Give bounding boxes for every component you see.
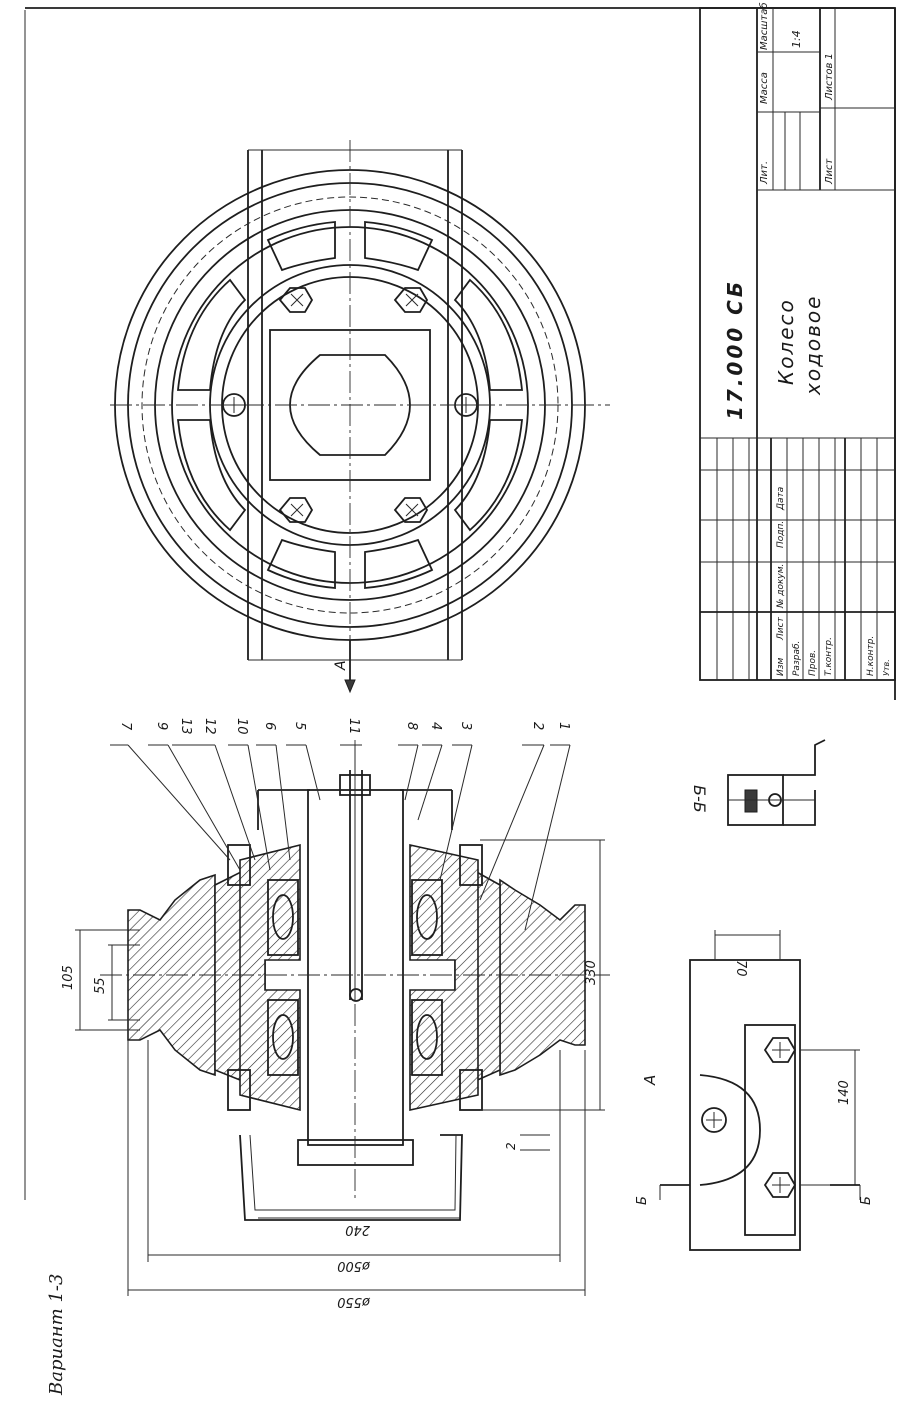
bolt-hex-bl <box>278 497 314 523</box>
dim-240: 240 <box>345 1222 370 1237</box>
bolt-hex-br <box>393 497 429 523</box>
bearing-lower-left <box>267 999 299 1076</box>
part-number-3: 3 <box>458 722 473 730</box>
dim-500: ø500 <box>337 1258 371 1273</box>
drawing-designation: 17.000 СБ <box>723 279 747 420</box>
leader-lines <box>110 744 571 931</box>
rev-header-list: Лист <box>776 616 786 641</box>
part-number-11: 11 <box>346 718 361 735</box>
part-number-8: 8 <box>404 722 419 730</box>
dim-140: 140 <box>837 1080 852 1105</box>
role-tech-control: Т.контр. <box>824 637 834 676</box>
col-lit-label: Лит. <box>759 161 770 185</box>
col-scale-label: Масштаб <box>758 2 770 50</box>
role-norm-control: Н.контр. <box>866 636 876 676</box>
part-number-9: 9 <box>154 722 169 730</box>
dim-330: 330 <box>584 960 599 985</box>
sheet-label: Лист <box>824 157 835 185</box>
section-bb-title: Б-Б <box>690 785 709 813</box>
bearing-upper-right <box>411 879 443 956</box>
bolt-hex-tl <box>278 287 314 313</box>
title-block <box>699 7 896 681</box>
variant-label: Вариант 1-3 <box>46 1274 67 1396</box>
part-number-6: 6 <box>262 722 277 730</box>
part-number-4: 4 <box>428 722 443 730</box>
rev-header-sign: Подп. <box>776 521 786 548</box>
rev-header-date: Дата <box>776 487 786 511</box>
scale-value: 1:4 <box>790 30 803 48</box>
role-approved: Утв. <box>882 659 891 676</box>
cut-mark-b-right: Б <box>859 1196 874 1205</box>
sheets-label: Листов 1 <box>824 53 835 101</box>
bolt-hex-tr <box>393 287 429 313</box>
bearing-upper-left <box>267 879 299 956</box>
rev-header-izm: Изм <box>776 657 786 676</box>
plate-detail <box>659 930 861 1251</box>
part-number-13: 13 <box>178 718 193 735</box>
view-a-arrow-label: А <box>333 660 349 671</box>
dim-70: 70 <box>733 960 748 977</box>
role-developer: Разраб. <box>792 641 802 676</box>
drawing-name-line1: Колесо <box>774 298 798 385</box>
part-number-1: 1 <box>556 722 571 730</box>
section-bb-detail <box>727 739 826 826</box>
cut-mark-b-left: Б <box>635 1196 650 1205</box>
view-a-side-label: А <box>641 1075 659 1086</box>
role-checker: Пров. <box>808 650 818 676</box>
part-number-10: 10 <box>234 718 249 735</box>
view-a-front <box>110 140 610 694</box>
dim-105: 105 <box>61 965 76 990</box>
drawing-name-line2: ходовое <box>801 295 825 396</box>
col-mass-label: Масса <box>759 72 770 104</box>
dim-2: 2 <box>504 1142 518 1150</box>
part-number-2: 2 <box>530 722 545 730</box>
rev-header-doc: № докум. <box>776 564 786 609</box>
bearing-lower-right <box>411 999 443 1076</box>
dim-550: ø550 <box>337 1294 371 1309</box>
section-view <box>100 740 610 1221</box>
part-number-12: 12 <box>202 718 217 735</box>
part-number-7: 7 <box>118 722 133 731</box>
dimension-lines <box>75 839 605 1296</box>
dim-55: 55 <box>93 977 108 994</box>
part-number-5: 5 <box>292 722 307 730</box>
